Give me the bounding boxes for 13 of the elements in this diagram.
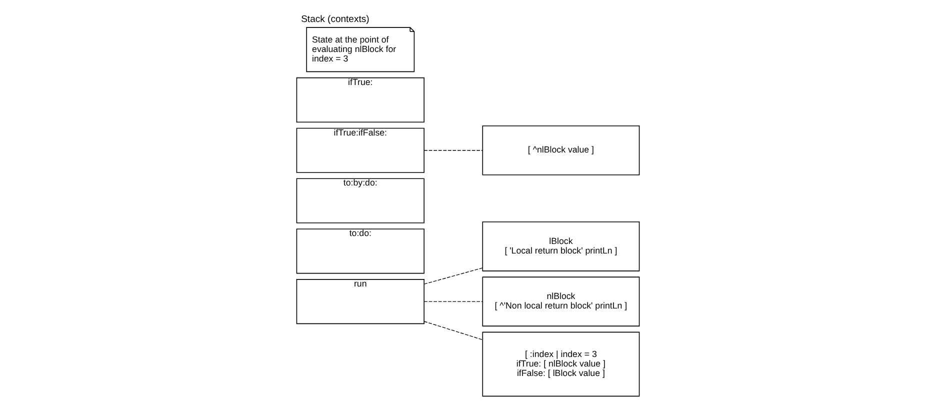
node-box: to:by:do: [296,178,424,223]
node-box: lBlock [ 'Local return block' printLn ] [482,220,640,271]
connector [423,267,482,284]
connector [423,300,482,302]
node-box: to:do: [296,228,424,274]
node-box: [ :index | index = 3 ifTrue: [ nlBlock value ] ifFalse: [ lBlock value ] [482,331,640,396]
node-box: nlBlock [ ^'Non local return block' printLn ] [482,276,640,326]
node-box: [ ^nlBlock value ] [482,124,640,175]
node-box: ifTrue:ifFalse: [296,127,424,172]
node-box: run [296,278,424,324]
node-box: ifTrue: [296,76,424,122]
connector [423,320,482,340]
diagram-title: Stack (contexts) [300,14,369,25]
